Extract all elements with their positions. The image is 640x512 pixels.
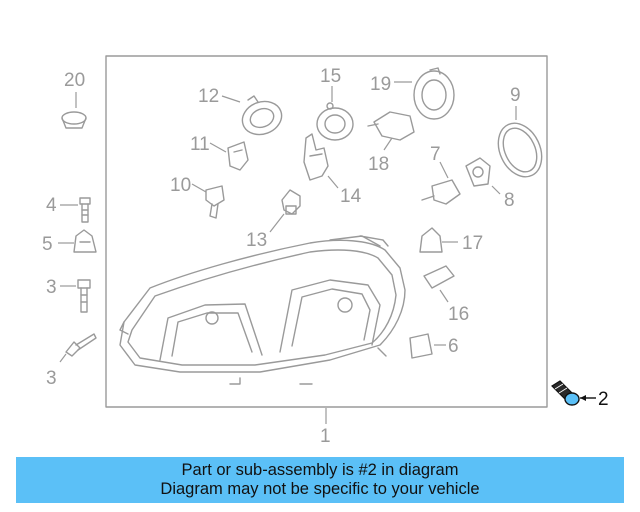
callout-17: 17 [462,233,483,254]
part-18-bulb [367,111,415,151]
callout-3-lower: 3 [46,368,57,389]
callout-18: 18 [368,154,389,175]
callout-9: 9 [510,85,521,106]
callout-19: 19 [370,74,391,95]
callout-16: 16 [448,304,469,325]
part-20-cap [61,92,87,129]
callout-3-upper: 3 [46,277,57,298]
part-3-bolt-lower [59,333,97,363]
headlamp-housing [119,235,406,385]
callout-12: 12 [198,86,219,107]
part-8-socket [465,157,501,195]
info-banner: Part or sub-assembly is #2 in diagram Di… [16,457,624,503]
part-7-bulb [421,161,461,205]
callout-7: 7 [430,144,441,165]
part-9-ring [497,106,543,178]
banner-line-1: Part or sub-assembly is #2 in diagram [181,461,459,479]
callout-11: 11 [190,134,210,155]
part-2-screw [551,380,596,406]
callout-1: 1 [320,426,331,447]
callout-6: 6 [448,336,459,357]
part-11-socket [209,141,249,171]
callout-14: 14 [340,186,362,207]
callout-2: 2 [598,389,609,410]
callout-4: 4 [46,195,57,216]
banner-line-2: Diagram may not be specific to your vehi… [160,480,480,498]
part-13-bulb [269,189,301,233]
part-14-bracket [303,133,339,189]
callout-15: 15 [320,66,341,87]
part-19-cover [394,67,455,120]
part-4-screw [60,197,91,223]
part-5-clip [58,229,97,253]
callout-13: 13 [246,230,267,251]
callout-5: 5 [42,234,53,255]
headlamp-parts-diagram: 20 4 5 3 3 12 11 10 13 15 14 19 18 9 7 8… [42,55,609,447]
part-12-cover [221,95,283,136]
callout-10: 10 [170,175,191,196]
part-17-clip [419,227,458,253]
callout-20: 20 [64,70,85,91]
part-6-clip [409,333,446,359]
part-16-bulb [423,265,455,303]
callout-8: 8 [504,190,515,211]
part-3-bolt-upper [60,279,91,313]
assembly-frame [105,55,548,408]
part-15-cover [316,86,354,141]
part-10-bulb [191,183,225,219]
